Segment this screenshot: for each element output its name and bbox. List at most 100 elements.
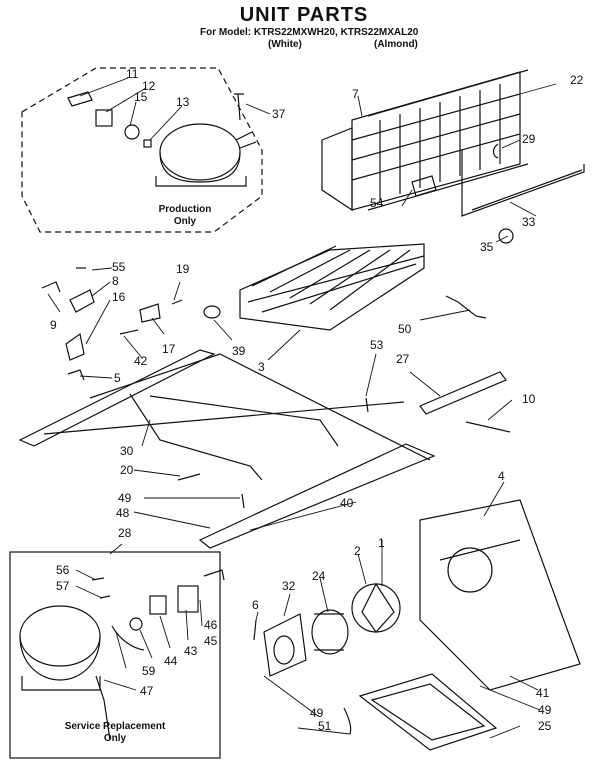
part-47 — [95, 675, 111, 741]
callout-28: 28 — [118, 526, 132, 540]
callout-47: 47 — [140, 684, 154, 698]
callout-42: 42 — [134, 354, 148, 368]
callout-59: 59 — [142, 664, 156, 678]
service-replacement-box — [9, 551, 221, 759]
compressor-production — [155, 123, 257, 187]
screw-37 — [234, 93, 244, 121]
part-43 — [149, 595, 167, 615]
callout-4: 4 — [498, 469, 505, 483]
part-11 — [67, 91, 93, 107]
drain-pan-25 — [358, 673, 498, 751]
callout-10: 10 — [522, 392, 536, 406]
part-16 — [65, 332, 85, 361]
screw-49-top — [241, 493, 245, 509]
callout-16: 16 — [112, 290, 126, 304]
wire-50 — [445, 295, 487, 319]
compressor-service — [19, 605, 101, 691]
dryer-27 — [419, 371, 507, 415]
callout-46: 46 — [204, 618, 218, 632]
part-46 — [203, 569, 225, 581]
clip-29 — [492, 143, 499, 159]
part-15 — [124, 124, 140, 140]
callout-2: 2 — [354, 544, 361, 558]
screw-6 — [253, 619, 257, 641]
callout-8: 8 — [112, 274, 119, 288]
callout-5: 5 — [114, 371, 121, 385]
callout-11: 11 — [126, 67, 139, 81]
callout-13: 13 — [176, 95, 190, 109]
callout-49-top: 49 — [118, 491, 132, 505]
callout-17: 17 — [162, 342, 176, 356]
callout-53: 53 — [370, 338, 384, 352]
part-12 — [95, 109, 113, 127]
callout-55: 55 — [112, 260, 126, 274]
clip-5 — [67, 369, 85, 381]
mounting-bracket-41 — [419, 499, 581, 691]
callout-45: 45 — [204, 634, 218, 648]
part-56 — [91, 577, 105, 581]
callout-30: 30 — [120, 444, 134, 458]
variant-almond: (Almond) — [374, 39, 418, 50]
callout-49-mid: 49 — [310, 706, 324, 720]
callout-22: 22 — [570, 73, 584, 87]
callout-12: 12 — [142, 79, 156, 93]
callout-6: 6 — [252, 598, 259, 612]
part-44 — [129, 617, 143, 631]
callout-35: 35 — [480, 240, 494, 254]
callout-37: 37 — [272, 107, 286, 121]
callout-43: 43 — [184, 644, 198, 658]
page-title: UNIT PARTS — [239, 4, 369, 26]
part-9 — [41, 281, 61, 293]
fan-blade-1 — [361, 582, 395, 633]
fan-blade-2 — [351, 583, 401, 633]
callout-50: 50 — [398, 322, 412, 336]
callout-1: 1 — [378, 536, 385, 550]
callout-27: 27 — [396, 352, 410, 366]
production-only-label: Production Only — [158, 204, 212, 227]
callout-20: 20 — [120, 463, 134, 477]
callout-40: 40 — [340, 496, 354, 510]
callout-44: 44 — [164, 654, 178, 668]
part-17 — [139, 303, 161, 323]
screw-20 — [177, 473, 201, 481]
service-replacement-label: Service Replacement Only — [64, 721, 166, 744]
evaporator-coil — [239, 243, 425, 331]
screw-42 — [119, 329, 139, 335]
part-45 — [177, 585, 199, 613]
callout-32: 32 — [282, 579, 296, 593]
part-59 — [111, 625, 145, 651]
callout-57: 57 — [56, 579, 70, 593]
grommet-39 — [203, 305, 221, 319]
condenser-coil — [321, 69, 529, 212]
callout-39: 39 — [232, 344, 246, 358]
part-19 — [171, 299, 183, 305]
rod-10 — [465, 421, 511, 433]
base-frame — [18, 349, 436, 549]
fan-motor-24 — [311, 609, 349, 655]
callout-54: 54 — [370, 196, 384, 210]
model-line: For Model: KTRS22MXWH20, KTRS22MXAL20 — [200, 27, 419, 38]
callout-3: 3 — [258, 360, 265, 374]
callout-25: 25 — [538, 719, 552, 733]
part-8 — [69, 289, 95, 313]
callout-15: 15 — [134, 90, 148, 104]
callout-41: 41 — [536, 686, 550, 700]
tube-33 — [461, 150, 585, 217]
callout-51: 51 — [318, 719, 332, 733]
callout-24: 24 — [312, 569, 326, 583]
callout-29: 29 — [522, 132, 536, 146]
callout-19: 19 — [176, 262, 190, 276]
callout-49-bottom: 49 — [538, 703, 552, 717]
hose-51 — [343, 707, 352, 735]
callout-56: 56 — [56, 563, 70, 577]
grommet-35 — [498, 228, 514, 244]
callout-9: 9 — [50, 318, 57, 332]
part-54 — [411, 175, 437, 197]
variant-white: (White) — [268, 39, 302, 50]
callout-7: 7 — [352, 87, 359, 101]
part-13 — [143, 139, 152, 148]
callout-48: 48 — [116, 506, 130, 520]
motor-bracket-32 — [263, 613, 307, 677]
callout-33: 33 — [522, 215, 536, 229]
